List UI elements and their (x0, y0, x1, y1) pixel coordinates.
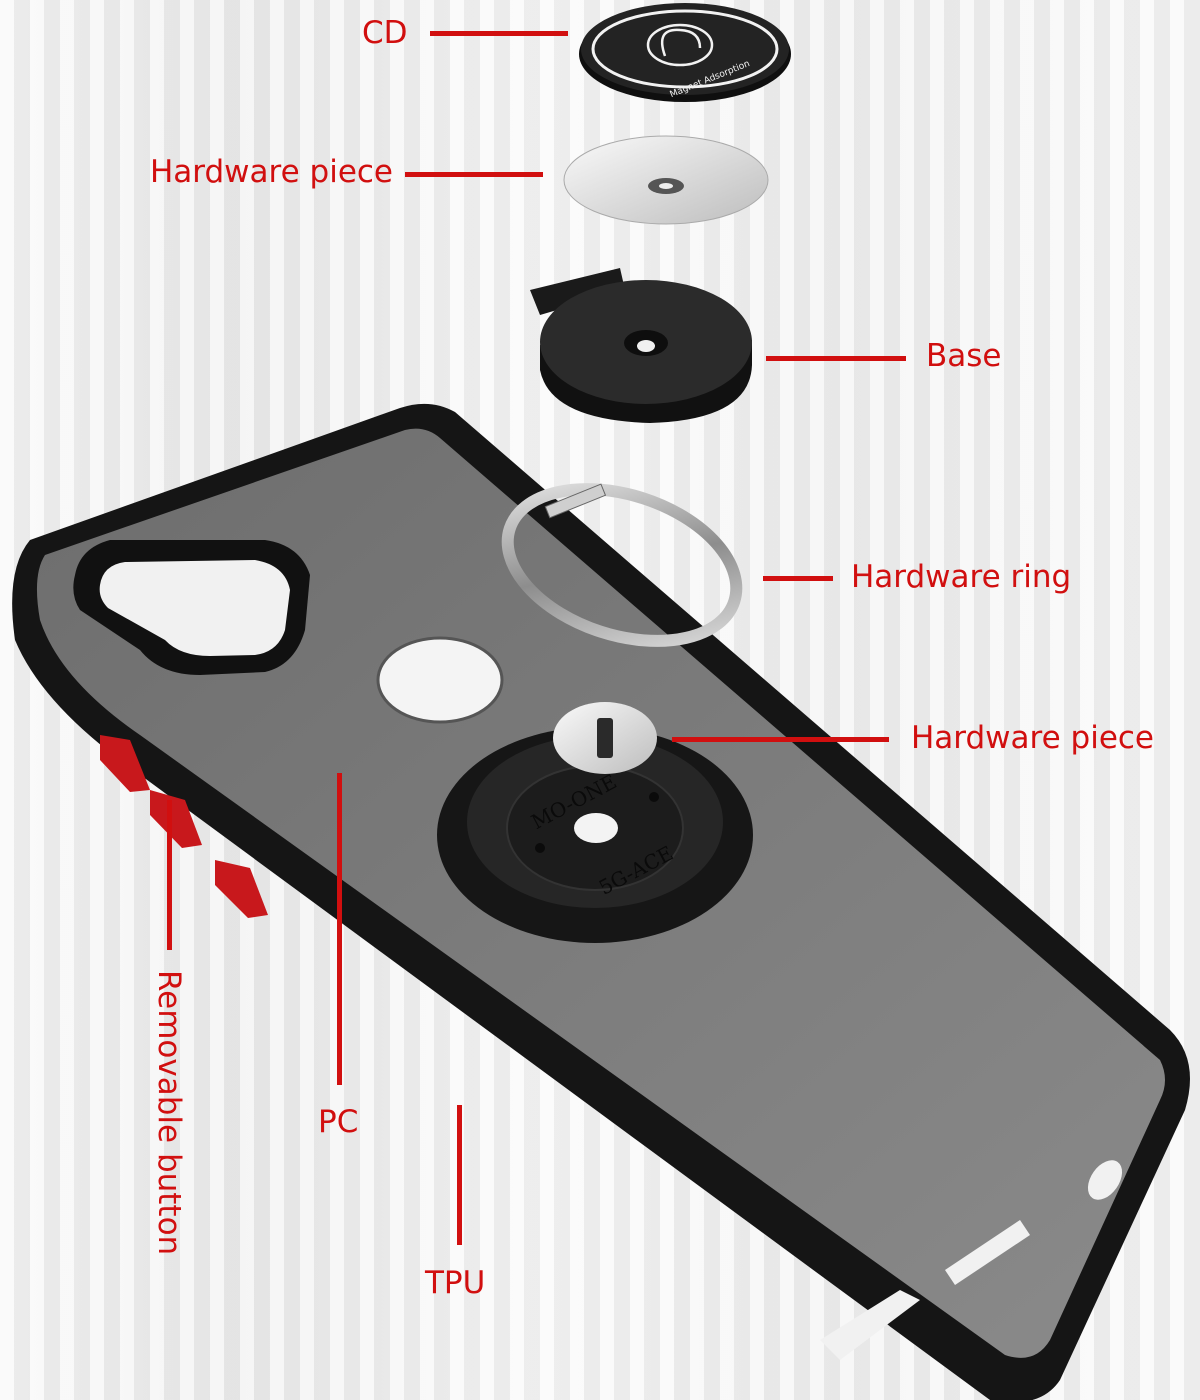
hardware-ring (501, 483, 743, 647)
callout-line-hardware-piece-bottom (672, 737, 889, 742)
callout-line-tpu (457, 1105, 462, 1245)
removable-button-1 (100, 735, 150, 792)
label-removable-button: Removable button (151, 970, 187, 1256)
label-cd: CD (362, 15, 408, 51)
callout-line-cd (430, 31, 568, 36)
mount-pin (597, 718, 613, 758)
callout-line-hardware-piece-top (405, 172, 543, 177)
callout-line-removable-button (167, 800, 172, 950)
callout-line-pc (337, 773, 342, 1085)
callout-line-hardware-ring (763, 576, 833, 581)
fingerprint-hole (376, 636, 504, 724)
label-hardware-piece-top: Hardware piece (150, 154, 394, 190)
label-tpu: TPU (425, 1265, 486, 1301)
port-cutout-1 (820, 1290, 920, 1360)
label-hardware-ring: Hardware ring (851, 559, 1072, 595)
ring-mount: MO-ONE 5G-ACE (437, 702, 753, 943)
port-cutout-2 (945, 1220, 1030, 1285)
removable-button-3 (215, 860, 268, 918)
magnet-icon (646, 23, 714, 67)
base-part (530, 268, 752, 423)
port-cutout-3 (1087, 1160, 1123, 1200)
hardware-plate (563, 135, 769, 225)
magnet-icon-glyph (660, 28, 702, 57)
camera-opening (99, 560, 291, 656)
ring-hinge (544, 483, 607, 519)
label-pc: PC (318, 1104, 359, 1140)
callout-line-base (766, 356, 906, 361)
removable-button-2 (150, 790, 202, 848)
label-hardware-piece-bottom: Hardware piece (911, 720, 1155, 756)
label-base: Base (926, 338, 1002, 374)
cd-disc: Magnet Adsorption (579, 3, 791, 102)
